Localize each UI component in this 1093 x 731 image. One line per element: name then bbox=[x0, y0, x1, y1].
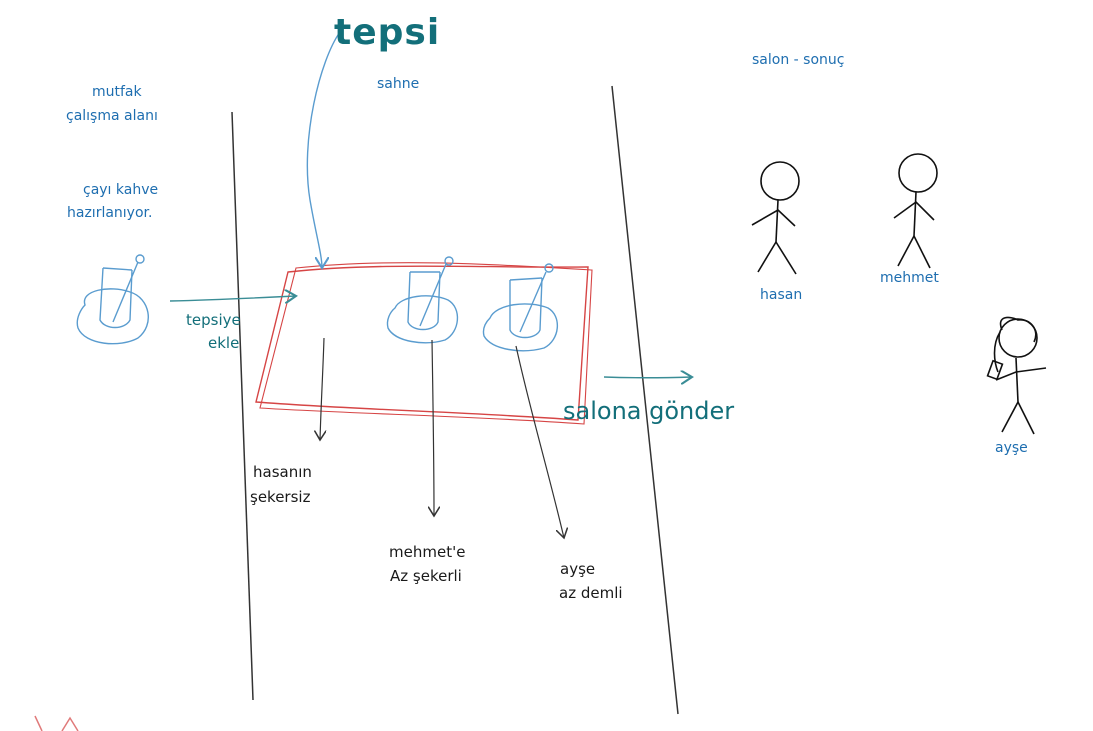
salon-section-label: salon - sonuç bbox=[752, 52, 845, 68]
order-arrow-hasan bbox=[320, 337, 324, 440]
corner-doodle bbox=[34, 715, 79, 731]
add-to-tray-arrow bbox=[169, 296, 296, 301]
send-to-salon-label: salona gönder bbox=[563, 397, 735, 425]
person-name-mehmet: mehmet bbox=[880, 270, 939, 286]
order-note-hasan: hasanın bbox=[253, 463, 312, 481]
person-mehmet-icon bbox=[893, 153, 938, 269]
title-to-tray-arrow bbox=[306, 31, 341, 268]
kitchen-section-label: mutfak bbox=[92, 84, 142, 100]
stage-salon-divider bbox=[611, 85, 679, 715]
page-title: tepsi bbox=[334, 12, 441, 53]
kitchen-note: hazırlanıyor. bbox=[67, 205, 153, 221]
order-note-mehmet: Az şekerli bbox=[390, 567, 462, 585]
tray-cup-icon bbox=[482, 263, 558, 352]
order-note-ayse: ayşe bbox=[560, 560, 596, 578]
stage-section-label: sahne bbox=[377, 76, 420, 92]
kitchen-stage-divider bbox=[231, 111, 254, 701]
kitchen-note: çayı kahve bbox=[83, 182, 159, 198]
person-ayse-icon bbox=[986, 316, 1047, 435]
send-to-salon-arrow bbox=[603, 377, 692, 378]
person-hasan-icon bbox=[751, 161, 800, 275]
person-name-hasan: hasan bbox=[760, 287, 803, 303]
order-note-ayse: az demli bbox=[559, 584, 623, 602]
person-name-ayse: ayşe bbox=[995, 440, 1028, 456]
order-arrow-mehmet bbox=[432, 339, 434, 516]
kitchen-cup-icon bbox=[76, 254, 149, 345]
tray-outline bbox=[255, 262, 593, 425]
kitchen-section-label: çalışma alanı bbox=[66, 108, 158, 124]
add-to-tray-label: ekle bbox=[208, 334, 240, 352]
order-note-mehmet: mehmet'e bbox=[389, 543, 466, 561]
order-arrow-ayse bbox=[515, 345, 564, 538]
add-to-tray-label: tepsiye bbox=[186, 311, 241, 329]
order-note-hasan: şekersiz bbox=[250, 488, 311, 506]
tray-cup-icon bbox=[386, 256, 459, 344]
